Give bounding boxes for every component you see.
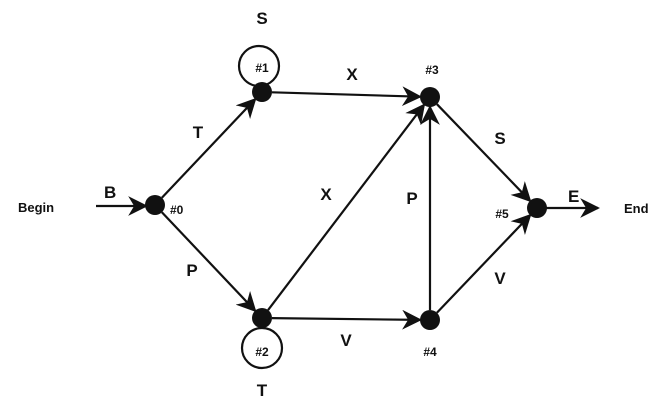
begin-edge-label: B [104,183,116,202]
node-label-2: #2 [255,345,269,359]
node-1 [252,82,272,102]
node-label-3: #3 [425,63,439,77]
end-edge-label: E [568,187,579,206]
edge-label-4-3: P [406,189,417,208]
node-label-4: #4 [423,345,437,359]
edge-2-to-3 [267,103,426,311]
labels-layer: T P S X T X V P S V #0 #1 #2 #3 #4 #5 [170,9,509,400]
edge-label-2-3: X [320,185,332,204]
edge-label-4-5: V [494,269,506,288]
edges-layer [161,86,532,330]
edge-0-to-1 [161,97,257,199]
node-label-1: #1 [255,61,269,75]
nodes-layer [145,82,547,330]
node-label-0: #0 [170,203,184,217]
edge-label-0-1: T [193,123,204,142]
end-label: End [624,201,649,216]
edge-label-3-5: S [494,129,505,148]
edge-3-to-5 [436,103,532,203]
edge-label-1-1: S [256,9,267,28]
edge-2-to-4 [271,309,422,330]
edge-label-2-2: T [257,381,268,400]
edge-label-0-2: P [186,261,197,280]
node-0 [145,195,165,215]
node-3 [420,87,440,107]
node-2 [252,308,272,328]
node-5 [527,198,547,218]
edge-4-to-5 [436,213,532,314]
edge-1-to-3 [271,86,422,107]
edge-0-to-2 [161,211,257,313]
node-label-5: #5 [495,207,509,221]
begin-label: Begin [18,200,54,215]
edge-label-1-3: X [346,65,358,84]
edge-label-2-4: V [340,331,352,350]
node-4 [420,310,440,330]
